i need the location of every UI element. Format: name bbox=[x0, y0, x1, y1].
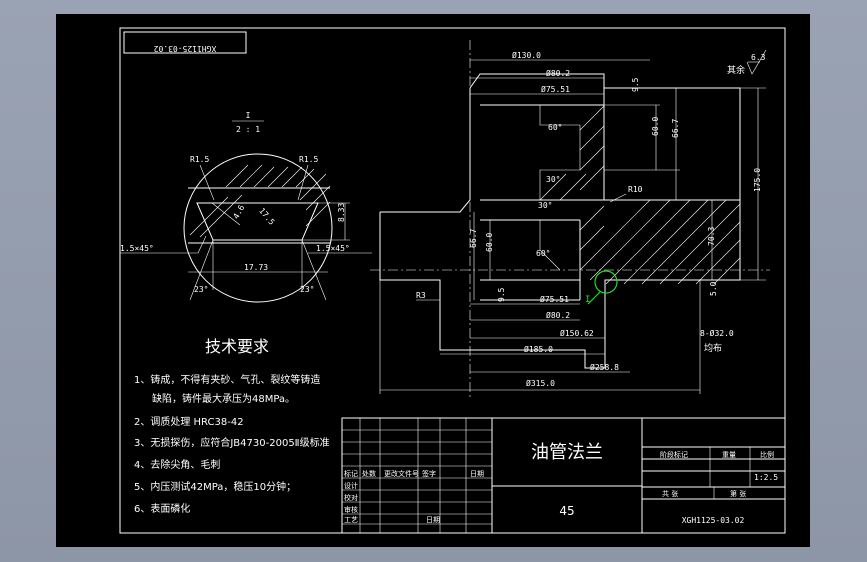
dim-60-right: 60.0 bbox=[651, 117, 660, 136]
dim-d130: Ø130.0 bbox=[512, 50, 541, 60]
roughness-other-label: 其余 bbox=[727, 64, 745, 76]
tb-row-date: 日期 bbox=[470, 470, 484, 478]
dim-175: 175.0 bbox=[753, 168, 762, 192]
detail-marker-circle bbox=[594, 270, 618, 294]
rotated-number-box: XGH1125-03.02 bbox=[123, 31, 247, 54]
dim-60-left: 60.0 bbox=[485, 233, 494, 252]
tb-row-mark: 标记 bbox=[344, 469, 358, 478]
tech-item: 5、内压测试42MPa，稳压10分钟； bbox=[134, 480, 296, 493]
detail-r-right: R1.5 bbox=[299, 155, 318, 164]
main-view: I Ø130.0 Ø80.2 Ø75.51 9.5 60.0 66.7 60° … bbox=[370, 40, 770, 400]
dim-5: 5.0 bbox=[709, 281, 718, 296]
sheets-total: 共 张 bbox=[662, 489, 678, 498]
roughness-symbol: 其余 6.3 bbox=[727, 49, 767, 76]
scale-label: 比例 bbox=[760, 450, 774, 459]
dim-d185: Ø185.0 bbox=[524, 344, 553, 354]
angle-30-a: 30° bbox=[546, 175, 560, 184]
weight-label: 重量 bbox=[722, 451, 736, 459]
tech-item: 3、无损探伤，应符合JB4730-2005Ⅱ级标准 bbox=[134, 436, 330, 449]
tech-item: 4、去除尖角、毛刺 bbox=[134, 458, 220, 471]
rotated-drawing-number: XGH1125-03.02 bbox=[154, 44, 217, 53]
dim-d80-bottom: Ø80.2 bbox=[546, 310, 570, 320]
dim-r10: R10 bbox=[628, 185, 643, 194]
tech-requirements: 技术要求 1、铸成，不得有夹砂、气孔、裂纹等铸造 缺陷，铸件最大承压为48MPa… bbox=[134, 337, 330, 515]
tb-design: 设计 bbox=[344, 481, 358, 490]
dim-holes-note: 均布 bbox=[704, 342, 722, 354]
dim-d150: Ø150.62 bbox=[560, 328, 594, 338]
part-name: 油管法兰 bbox=[531, 442, 603, 463]
dim-9-5-bottom: 9.5 bbox=[497, 287, 506, 302]
tech-item: 缺陷，铸件最大承压为48MPa。 bbox=[152, 392, 295, 405]
detail-angle-left: 23° bbox=[194, 285, 208, 294]
tb-row-count: 处数 bbox=[362, 469, 376, 478]
tb-process: 工艺 bbox=[344, 516, 358, 524]
tech-item: 1、铸成，不得有夹砂、气孔、裂纹等铸造 bbox=[134, 373, 320, 386]
dim-66-7-right: 66.7 bbox=[671, 119, 680, 138]
detail-marker-label: I bbox=[585, 295, 590, 305]
detail-r-left: R1.5 bbox=[190, 155, 209, 164]
angle-60-bottom: 60° bbox=[536, 249, 550, 258]
detail-chamfer-right: 1.5×45° bbox=[316, 244, 350, 253]
tb-row-doc: 更改文件号 bbox=[384, 469, 419, 478]
roughness-value: 6.3 bbox=[751, 53, 766, 62]
material: 45 bbox=[559, 504, 574, 518]
detail-angle-right: 23° bbox=[300, 285, 314, 294]
tech-title: 技术要求 bbox=[205, 337, 269, 356]
dim-d258: Ø258.8 bbox=[590, 362, 619, 372]
dim-d75-bottom: Ø75.51 bbox=[540, 294, 569, 304]
sheet-no: 第 张 bbox=[730, 489, 746, 498]
dim-70-3: 70.3 bbox=[707, 227, 716, 246]
stage-mark: 阶段标记 bbox=[660, 450, 688, 459]
tb-check: 校对 bbox=[344, 493, 358, 502]
tb-date: 日期 bbox=[426, 516, 440, 524]
detail-label: I bbox=[246, 111, 251, 120]
dim-holes: 8-Ø32.0 bbox=[700, 328, 734, 338]
tech-item: 6、表面磷化 bbox=[134, 502, 190, 515]
detail-circle bbox=[183, 153, 333, 303]
angle-30-b: 30° bbox=[538, 201, 552, 210]
dim-d80-top: Ø80.2 bbox=[546, 68, 570, 78]
dim-9-5-top: 9.5 bbox=[631, 77, 640, 92]
drawing-number: XGH1125-03.02 bbox=[682, 516, 745, 525]
tech-item: 2、调质处理 HRC38-42 bbox=[134, 416, 244, 428]
detail-view: I 2 : 1 R1.5 R1.5 4.6 17.5 bbox=[120, 111, 372, 303]
detail-chamfer-left: 1.5×45° bbox=[120, 244, 154, 253]
detail-dim-height: 8.33 bbox=[337, 203, 346, 222]
detail-dim-width: 17.73 bbox=[244, 263, 268, 272]
flange-outline-top bbox=[380, 73, 741, 270]
dim-66-7-left: 66.7 bbox=[469, 229, 478, 248]
dim-r3: R3 bbox=[416, 291, 426, 300]
scale-value: 1:2.5 bbox=[754, 473, 778, 482]
tb-review: 审核 bbox=[344, 505, 358, 514]
dim-d315: Ø315.0 bbox=[526, 378, 555, 388]
title-block: 标记 处数 更改文件号 签字 日期 设计 校对 审核 工艺 日期 油管法兰 45… bbox=[341, 417, 786, 534]
tb-row-sign: 签字 bbox=[422, 469, 436, 478]
angle-60-top: 60° bbox=[548, 123, 562, 132]
detail-scale: 2 : 1 bbox=[236, 125, 260, 134]
dim-d75-top: Ø75.51 bbox=[541, 84, 570, 94]
